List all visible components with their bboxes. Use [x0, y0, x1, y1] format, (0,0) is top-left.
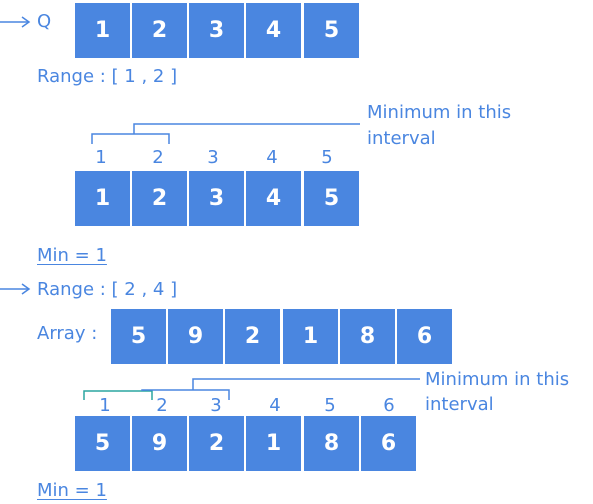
- annotation-interval: interval: [367, 128, 436, 149]
- array-cell: 3: [189, 171, 244, 226]
- array-cell: 5: [304, 3, 359, 58]
- array-cell: 5: [75, 416, 130, 471]
- array-cell: 3: [189, 3, 244, 58]
- array-cell: 4: [246, 3, 301, 58]
- range-bracket-2: [83, 378, 420, 400]
- range-bracket-1: [91, 123, 360, 144]
- index-label: 3: [207, 147, 219, 168]
- array-cell: 1: [75, 171, 130, 226]
- index-label: 4: [266, 147, 278, 168]
- array-cell: 2: [189, 416, 244, 471]
- array-cell: 5: [304, 171, 359, 226]
- range-label: Range : [ 2 , 4 ]: [37, 279, 178, 300]
- annotation-minimum: Minimum in this: [425, 369, 570, 390]
- index-label: 2: [156, 395, 168, 416]
- array-cell: 1: [75, 3, 130, 58]
- array-cell: 8: [304, 416, 359, 471]
- range-label: Range : [ 1 , 2 ]: [37, 66, 178, 87]
- array-cell: 5: [111, 309, 166, 364]
- index-label: 5: [321, 147, 333, 168]
- array-label: Array :: [37, 323, 98, 344]
- index-label: 5: [324, 395, 336, 416]
- array-cell: 1: [246, 416, 301, 471]
- array-cell: 2: [132, 171, 187, 226]
- array-cell: 2: [225, 309, 280, 364]
- index-label: 4: [269, 395, 281, 416]
- index-label: 6: [383, 395, 395, 416]
- arrow-icon-range-2: [0, 283, 31, 295]
- array-cell: 1: [283, 309, 338, 364]
- array-cell: 6: [397, 309, 452, 364]
- array-cell: 8: [340, 309, 395, 364]
- array-cell: 6: [361, 416, 416, 471]
- index-label: 3: [210, 395, 222, 416]
- annotation-interval: interval: [425, 394, 494, 415]
- index-label: 2: [152, 147, 164, 168]
- array-cell: 2: [132, 3, 187, 58]
- index-label: 1: [99, 395, 111, 416]
- result-label: Min = 1: [37, 480, 107, 501]
- arrow-icon-q: [0, 16, 31, 28]
- annotation-minimum: Minimum in this: [367, 102, 512, 123]
- array-cell: 9: [168, 309, 223, 364]
- array-cell: 4: [246, 171, 301, 226]
- index-label: 1: [95, 147, 107, 168]
- query-label: Q: [37, 11, 52, 32]
- result-label: Min = 1: [37, 245, 107, 266]
- array-cell: 9: [132, 416, 187, 471]
